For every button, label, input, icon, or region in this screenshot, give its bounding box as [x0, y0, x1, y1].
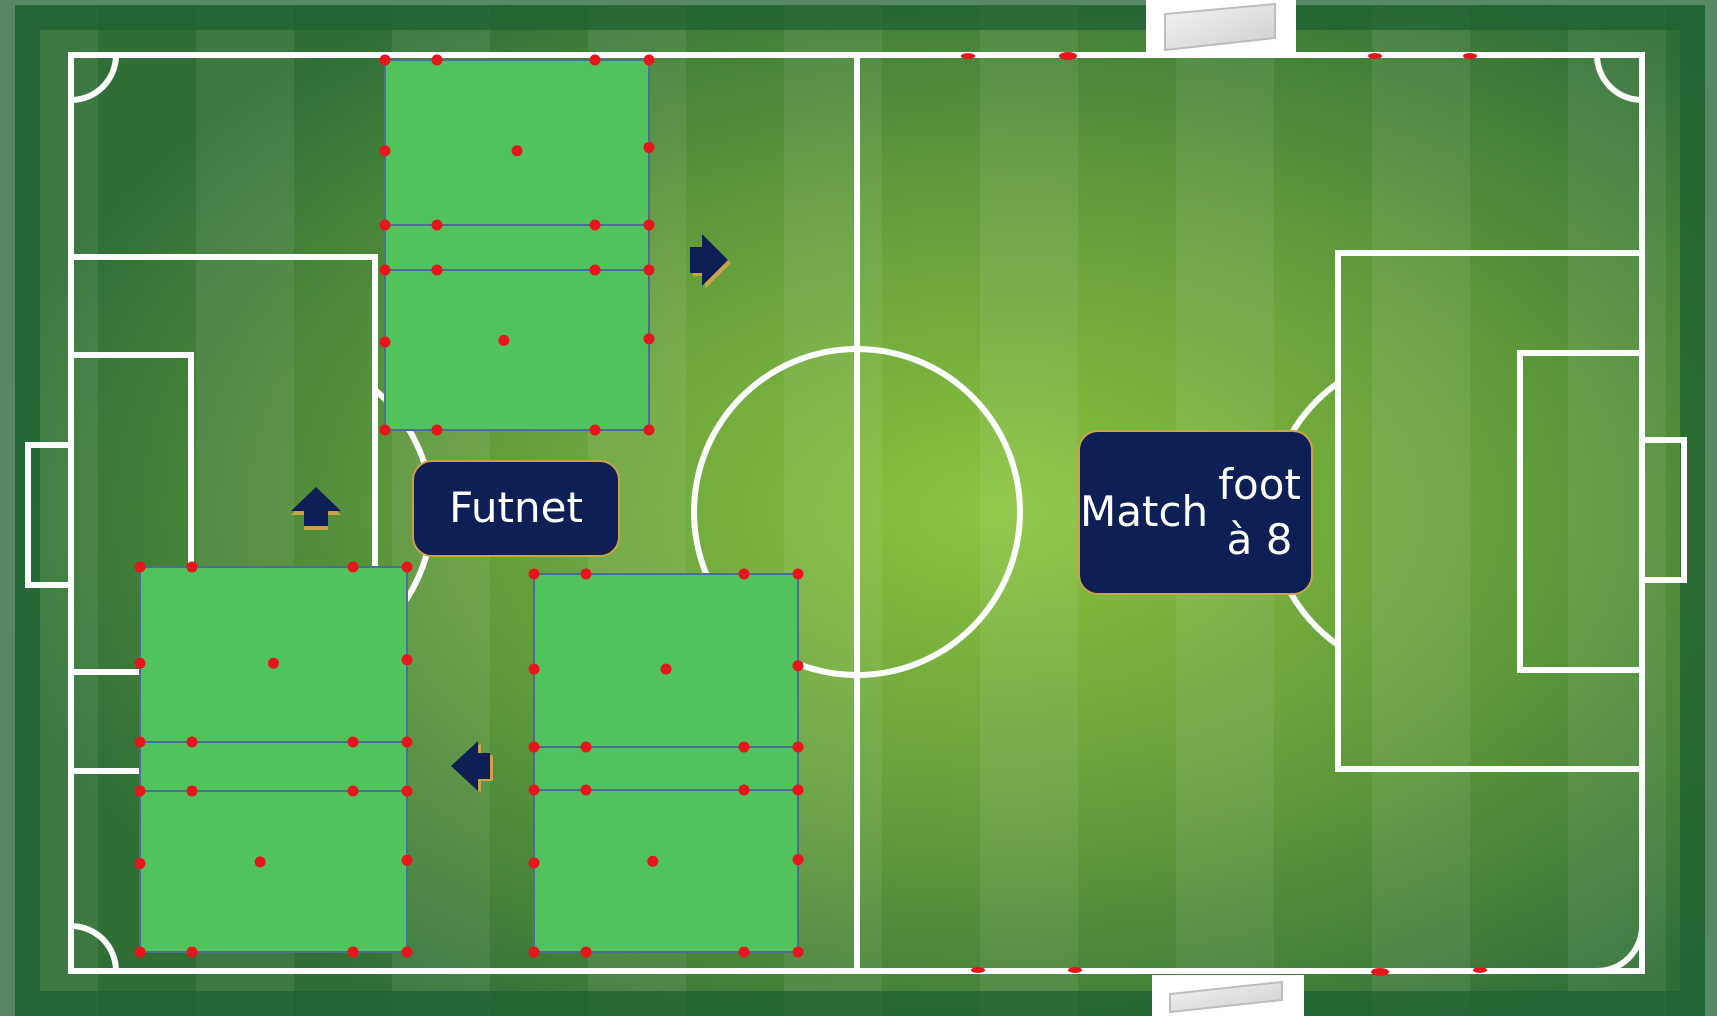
cone-marker	[644, 220, 655, 231]
cone-marker	[529, 569, 540, 580]
cone-marker	[402, 855, 413, 866]
cone-marker	[135, 947, 146, 958]
match-label-line2: foot à 8	[1208, 458, 1311, 567]
cone-marker	[793, 660, 804, 671]
cone-marker	[348, 786, 359, 797]
futnet-label: Futnet	[412, 460, 620, 557]
cone-marker	[739, 785, 750, 796]
cone-marker	[135, 737, 146, 748]
cone-marker	[255, 856, 266, 867]
cone-marker	[380, 265, 391, 276]
cone-marker	[187, 737, 198, 748]
cone-marker	[529, 785, 540, 796]
goal-top	[1146, 0, 1296, 55]
cone-marker	[135, 658, 146, 669]
cone-marker	[590, 55, 601, 66]
cone-marker	[793, 854, 804, 865]
cone-marker	[135, 858, 146, 869]
cone-marker	[793, 569, 804, 580]
cone-marker	[135, 786, 146, 797]
cone-marker	[348, 947, 359, 958]
cone-marker	[590, 425, 601, 436]
futnet-court-bottom-right	[534, 574, 798, 952]
cone-marker	[647, 856, 658, 867]
cone-marker	[739, 569, 750, 580]
cone-marker	[661, 664, 672, 675]
cone-marker	[432, 425, 443, 436]
match-label-line1: Match	[1080, 485, 1208, 540]
cone-marker	[581, 947, 592, 958]
cone-marker	[187, 562, 198, 573]
cone-marker	[380, 425, 391, 436]
cone-marker	[402, 786, 413, 797]
cone-marker	[644, 425, 655, 436]
cone-marker	[739, 947, 750, 958]
cone-marker	[581, 742, 592, 753]
cone-marker	[644, 265, 655, 276]
cone-marker	[512, 145, 523, 156]
cone-marker	[581, 785, 592, 796]
cone-marker	[402, 737, 413, 748]
cone-marker	[581, 569, 592, 580]
cone-marker	[793, 785, 804, 796]
cone-marker	[644, 333, 655, 344]
cone-marker	[187, 786, 198, 797]
cone-marker	[590, 220, 601, 231]
cone-marker	[529, 664, 540, 675]
cone-marker	[793, 947, 804, 958]
cone-marker	[402, 654, 413, 665]
cone-marker	[529, 742, 540, 753]
cone-marker	[739, 742, 750, 753]
cone-marker	[348, 562, 359, 573]
cone-marker	[187, 947, 198, 958]
cone-marker	[380, 220, 391, 231]
cone-marker	[135, 562, 146, 573]
cone-marker	[402, 562, 413, 573]
cone-marker	[644, 55, 655, 66]
futnet-court-top	[385, 60, 649, 430]
futnet-court-bottom-left	[140, 567, 407, 952]
cone-marker	[268, 658, 279, 669]
match-label: Match foot à 8	[1078, 430, 1313, 595]
cone-marker	[793, 742, 804, 753]
cone-marker	[529, 947, 540, 958]
cone-marker	[432, 220, 443, 231]
cone-marker	[432, 265, 443, 276]
cone-marker	[380, 145, 391, 156]
cone-marker	[348, 737, 359, 748]
cone-marker	[402, 947, 413, 958]
cone-marker	[529, 857, 540, 868]
cone-marker	[644, 142, 655, 153]
cone-marker	[498, 335, 509, 346]
cone-marker	[432, 55, 443, 66]
cone-marker	[590, 265, 601, 276]
goal-bottom	[1152, 975, 1304, 1016]
cone-marker	[380, 55, 391, 66]
cone-marker	[380, 337, 391, 348]
